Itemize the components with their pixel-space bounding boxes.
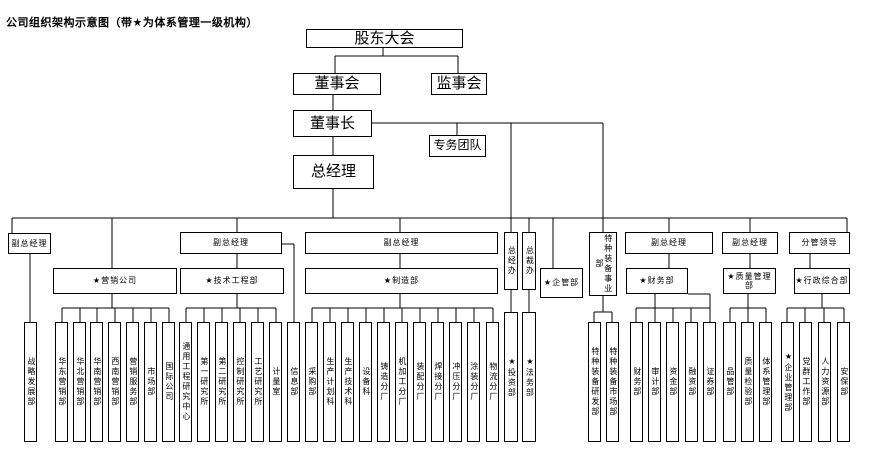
- leaf-department: 国际公司: [162, 322, 175, 442]
- node-vp-5: 副总经理: [722, 232, 778, 254]
- node-board-of-directors: 董事会: [293, 73, 381, 95]
- leaf-department: 物流分厂: [486, 322, 499, 442]
- leaf-department: 战略发展部: [24, 322, 37, 442]
- leaf-department: 工艺研究所: [251, 322, 264, 442]
- leaf-department: 融资部: [685, 322, 698, 442]
- leaf-department: 特种装备市场部: [606, 322, 619, 442]
- leaf-department: 装配分厂: [413, 322, 426, 442]
- leaf-department: 人力资源部: [818, 322, 831, 442]
- leaf-department: 信息部: [287, 322, 300, 442]
- node-general-manager: 总经理: [293, 155, 374, 189]
- node-shareholders-meeting: 股东大会: [306, 29, 463, 48]
- node-special-team: 专务团队: [429, 135, 486, 157]
- node-special-equipment-division: 特种装备事业部: [589, 232, 617, 296]
- leaf-department: 证券部: [703, 322, 716, 442]
- node-general-office: 总经办: [504, 232, 518, 290]
- leaf-department: 生产计划科: [323, 322, 336, 442]
- leaf-department: 审计部: [648, 322, 661, 442]
- leaf-department: ★企业管理部: [781, 322, 794, 442]
- leaf-department: 安保部: [837, 322, 850, 442]
- leaf-department: ★投资部: [504, 312, 518, 442]
- leaf-department: 计量室: [269, 322, 282, 442]
- leaf-department: 设备科: [359, 322, 372, 442]
- leaf-department: 质量检验部: [741, 322, 754, 442]
- leaf-department: 冲压分厂: [449, 322, 462, 442]
- leaf-department: 焊接分厂: [431, 322, 444, 442]
- node-president-office: 总裁办: [522, 232, 536, 290]
- leaf-department: 财务部: [630, 322, 643, 442]
- node-marketing-company: ★营销公司: [53, 268, 177, 294]
- leaf-department: 党群工作部: [799, 322, 812, 442]
- leaf-department: 市场部: [144, 322, 157, 442]
- leaf-department: 资金部: [666, 322, 679, 442]
- node-finance: ★财务部: [626, 268, 688, 294]
- leaf-department: 营销服务部: [126, 322, 139, 442]
- node-quality-management: ★质量管理部: [723, 268, 776, 294]
- node-enterprise-management: ★企管部: [540, 268, 583, 298]
- node-vp-3: 副总经理: [305, 232, 498, 254]
- leaf-department: 第二研究所: [215, 322, 228, 442]
- node-chairman: 董事长: [293, 110, 372, 137]
- leaf-department: 体系管理部: [759, 322, 772, 442]
- leaf-department: 通用工程研究中心: [179, 322, 192, 442]
- leaf-department: 铸造分厂: [377, 322, 390, 442]
- node-supervisory-board: 监事会: [431, 73, 487, 95]
- leaf-department: 特种装备研发部: [588, 322, 601, 442]
- leaf-department: 华东营销部: [55, 322, 68, 442]
- leaf-department: 涂装分厂: [467, 322, 480, 442]
- leaf-department: 华南营销部: [90, 322, 103, 442]
- leaf-department: 第一研究所: [197, 322, 210, 442]
- leaf-department: 品管部: [723, 322, 736, 442]
- diagram-title: 公司组织架构示意图（带★为体系管理一级机构）: [6, 16, 258, 29]
- node-vp-1: 副总经理: [8, 233, 51, 254]
- node-vp-4: 副总经理: [625, 232, 713, 254]
- node-admin-general: ★行政综合部: [794, 268, 850, 294]
- node-vp-2: 副总经理: [180, 232, 282, 254]
- node-manufacturing: ★制造部: [305, 268, 498, 294]
- leaf-department: 机加工分厂: [395, 322, 408, 442]
- leaf-department: 华北营销部: [73, 322, 86, 442]
- leaf-department: ★法务部: [522, 312, 536, 442]
- leaf-department: 控制研究所: [233, 322, 246, 442]
- leaf-department: 生产技术科: [341, 322, 354, 442]
- node-supervisor: 分管领导: [789, 232, 850, 254]
- node-tech-engineering: ★技术工程部: [180, 268, 284, 294]
- leaf-department: 采购部: [305, 322, 318, 442]
- leaf-department: 西南营销部: [108, 322, 121, 442]
